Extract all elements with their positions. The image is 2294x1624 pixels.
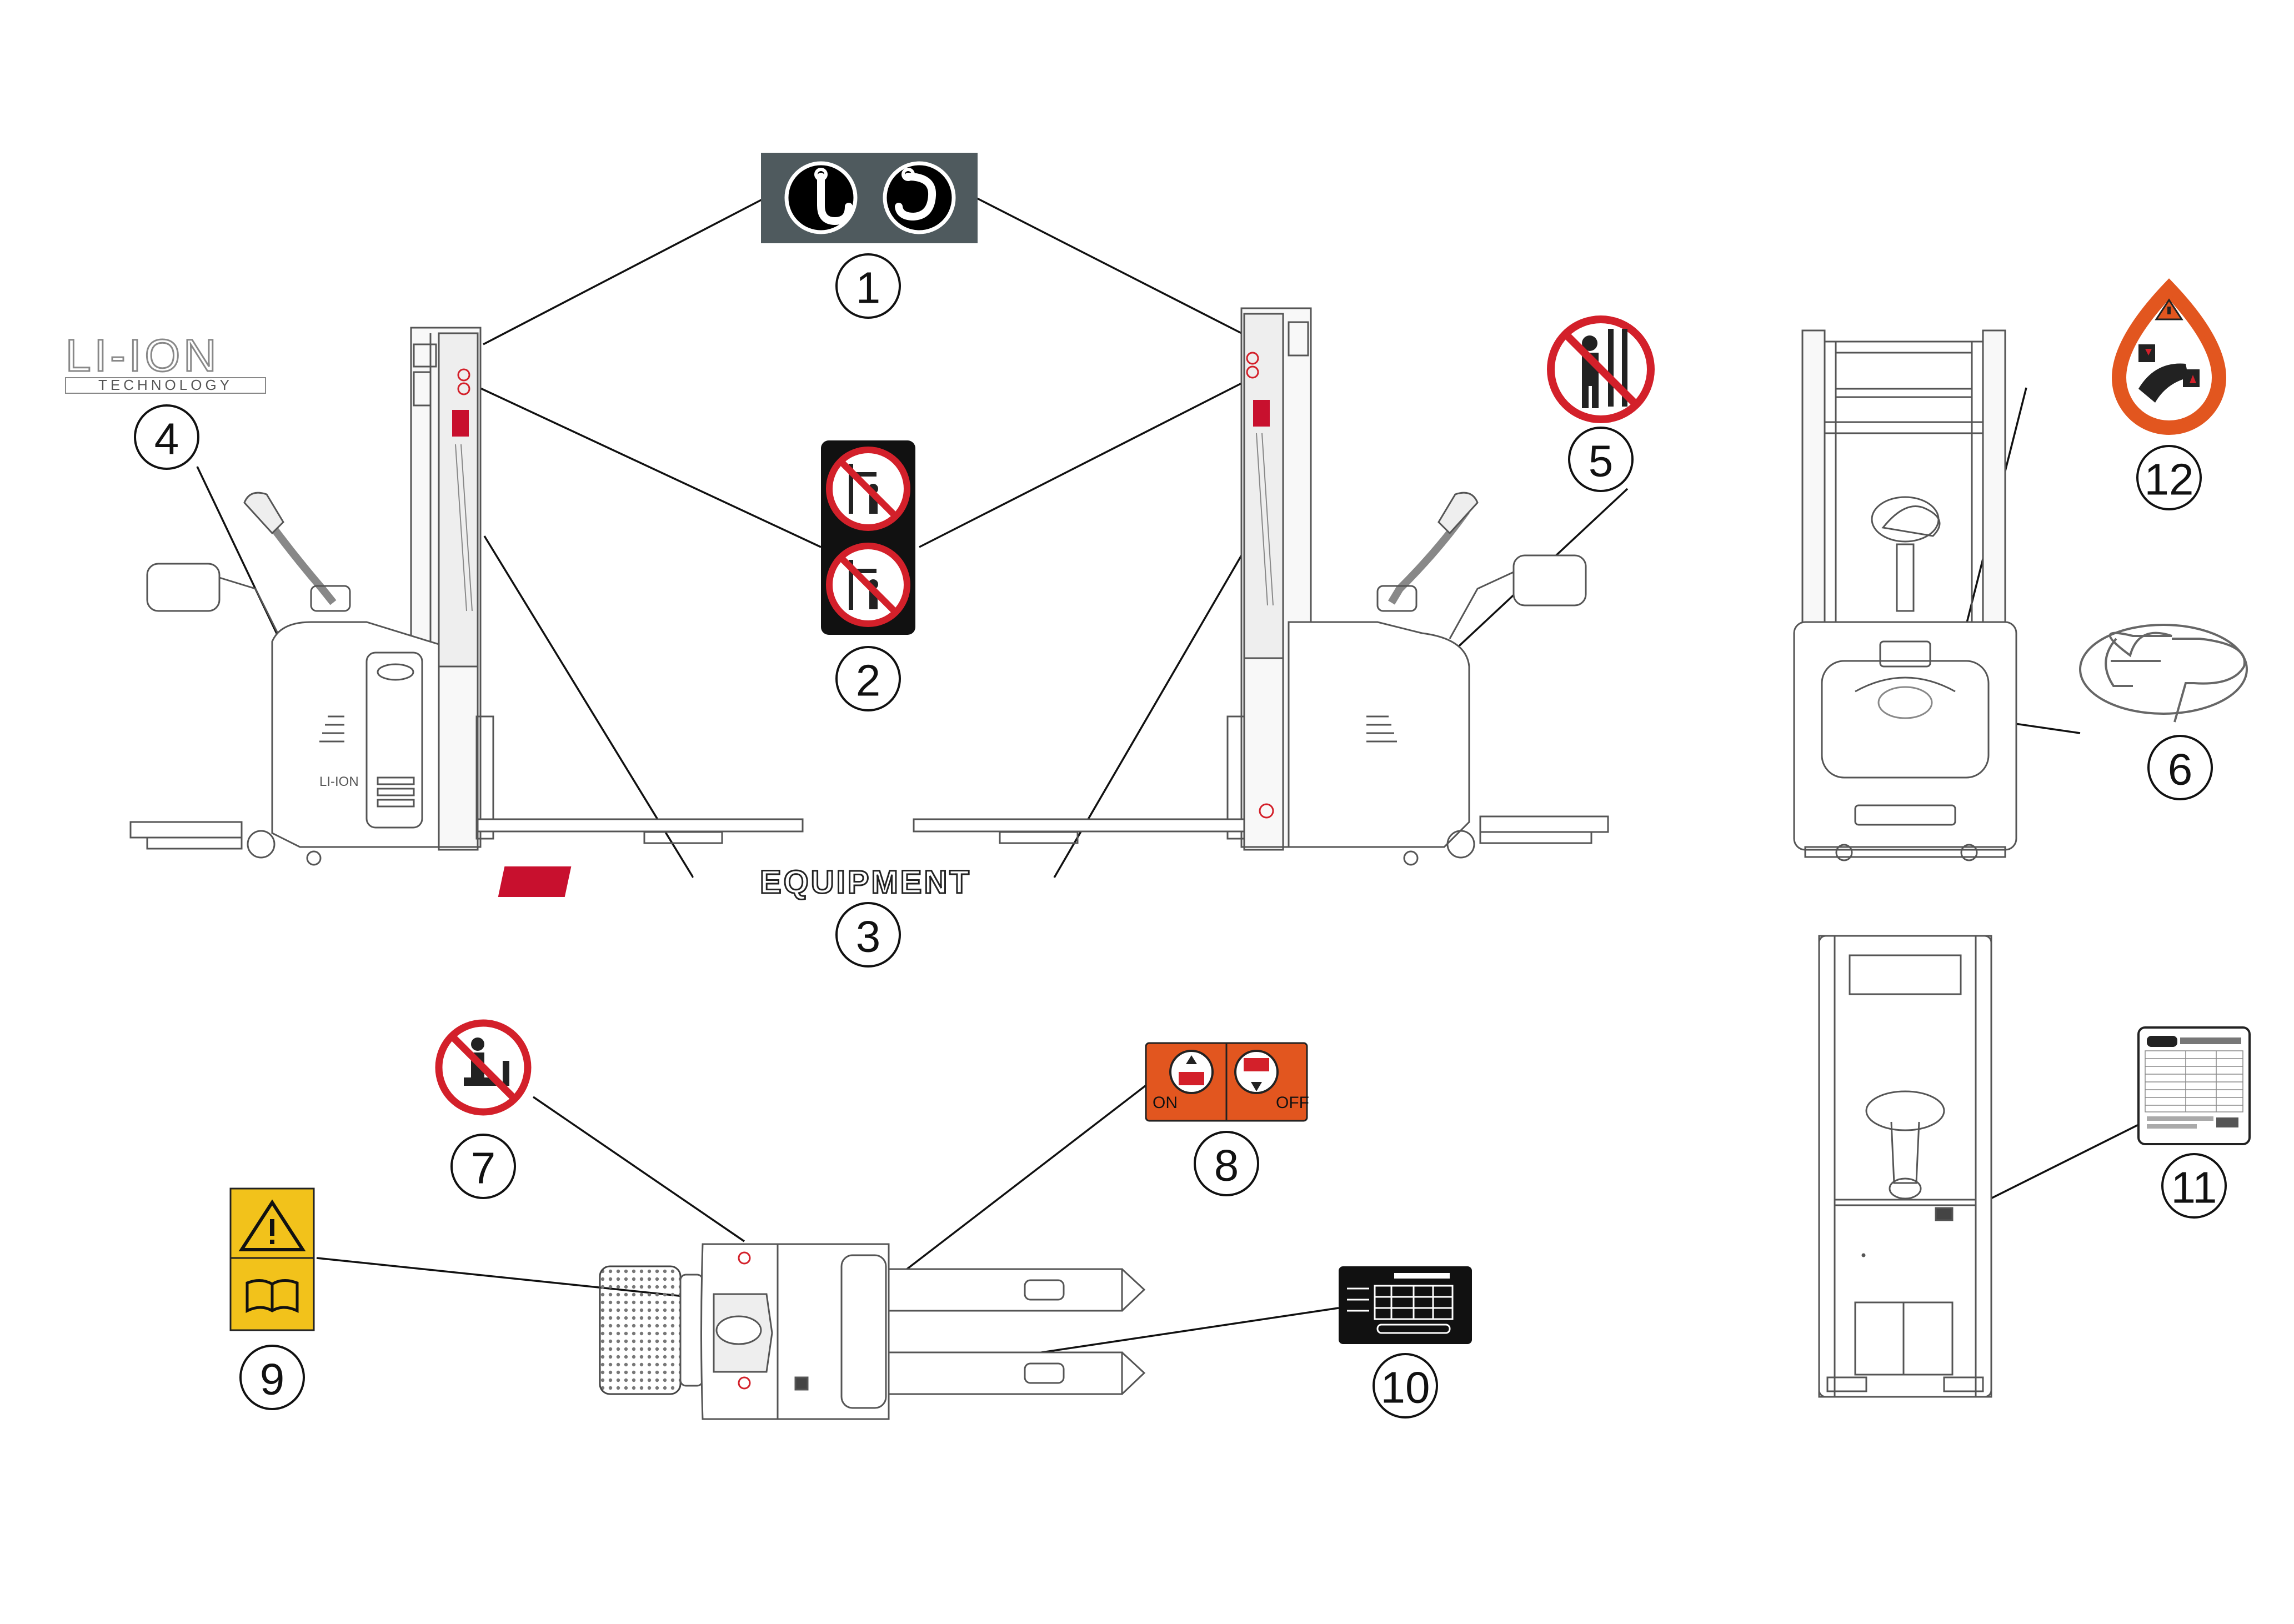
no-standing-under-icon xyxy=(826,447,910,531)
callout-11: 11 xyxy=(2161,1153,2227,1219)
stacker-rear-view xyxy=(1793,329,2017,861)
stacker-top-view xyxy=(599,1243,1146,1420)
svg-text:1: 1 xyxy=(856,263,881,313)
decal-8-on-off-switch: ON OFF xyxy=(1145,1042,1309,1122)
equipment-logo-text: EQUIPMENT xyxy=(760,864,971,900)
decal-3-ep-equipment-logo: EP EQUIPMENT xyxy=(498,864,971,901)
callout-2: 2 xyxy=(835,646,901,711)
warning-triangle-icon xyxy=(238,1199,306,1251)
decal-12-crush-hazard xyxy=(2111,278,2227,435)
decal-4-liion-logo: LI-ION TECHNOLOGY xyxy=(65,330,266,394)
warning-triangle-icon xyxy=(2155,298,2183,320)
decal-5-no-climbing-mast xyxy=(1547,315,1655,423)
svg-text:LI-ION: LI-ION xyxy=(319,774,359,789)
decal-11-nameplate xyxy=(2137,1026,2251,1145)
callout-6: 6 xyxy=(2147,735,2213,800)
svg-text:8: 8 xyxy=(1214,1141,1239,1190)
hook-icon xyxy=(883,161,956,234)
callout-9: 9 xyxy=(239,1345,305,1410)
on-label: ON xyxy=(1153,1094,1178,1112)
callout-10: 10 xyxy=(1373,1353,1438,1419)
svg-text:9: 9 xyxy=(260,1355,285,1404)
manual-book-icon xyxy=(246,1279,299,1313)
svg-text:2: 2 xyxy=(856,656,881,705)
decal-6-ep-outline-logo xyxy=(2079,624,2248,723)
svg-text:10: 10 xyxy=(1381,1363,1430,1412)
svg-text:5: 5 xyxy=(1589,437,1614,486)
callout-7: 7 xyxy=(450,1134,516,1199)
callout-8: 8 xyxy=(1194,1131,1259,1196)
callout-1: 1 xyxy=(835,253,901,319)
callout-5: 5 xyxy=(1568,427,1634,492)
no-standing-under-icon xyxy=(826,543,910,627)
decal-9-read-manual-warning xyxy=(229,1187,315,1331)
hook-icon xyxy=(784,161,858,234)
liion-technology-text: TECHNOLOGY xyxy=(98,377,233,393)
callout-3: 3 xyxy=(835,902,901,968)
decal-1-lifting-hooks xyxy=(761,153,978,243)
stacker-left-side-view: LI-ION xyxy=(129,327,804,866)
stacker-front-view xyxy=(1818,935,1992,1398)
callout-12: 12 xyxy=(2136,445,2202,510)
callout-4: 4 xyxy=(134,404,199,470)
decal-7-no-riders xyxy=(435,1019,532,1116)
off-label: OFF xyxy=(1276,1094,1309,1112)
svg-text:11: 11 xyxy=(2171,1163,2217,1212)
power-off-icon xyxy=(1234,1050,1279,1094)
decal-10-capacity-chart xyxy=(1339,1266,1472,1344)
svg-text:4: 4 xyxy=(154,414,179,464)
ep-logo-text: EP xyxy=(692,866,730,898)
svg-text:7: 7 xyxy=(471,1144,496,1193)
svg-text:6: 6 xyxy=(2168,745,2193,794)
hand-crush-icon xyxy=(2138,344,2200,403)
power-on-icon xyxy=(1169,1050,1214,1094)
svg-text:12: 12 xyxy=(2145,455,2194,504)
stacker-right-side-view xyxy=(913,307,1609,866)
callout-numbers: 1 2 3 4 5 6 7 8 9 10 11 12 xyxy=(134,253,2227,1419)
decal-2-no-standing-under xyxy=(821,440,915,635)
svg-text:3: 3 xyxy=(856,912,881,961)
liion-logo-text: LI-ION xyxy=(66,330,219,381)
